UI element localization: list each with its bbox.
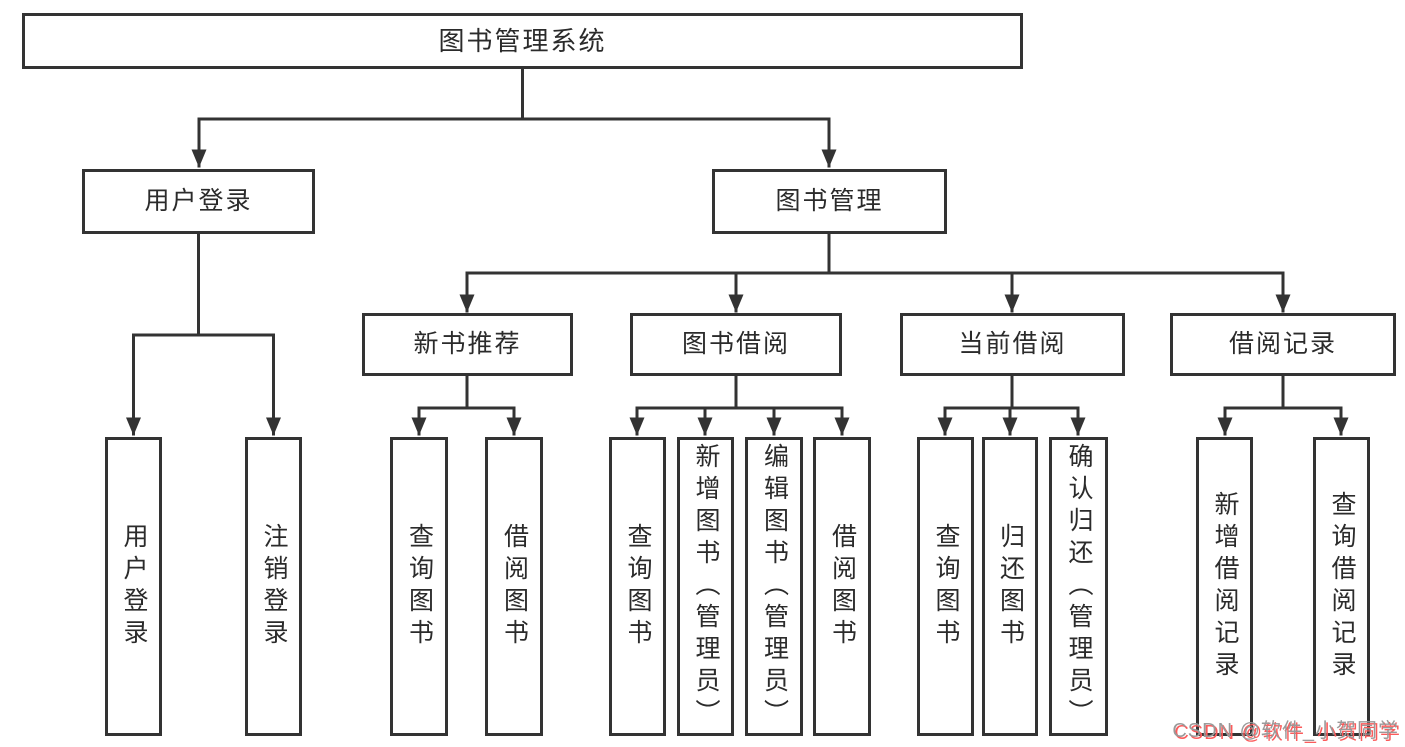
branch-book-management: 图书管理 [712,169,947,234]
leaf-current-query-books: 查询图书 [917,437,974,736]
section-borrowing-records: 借阅记录 [1170,313,1396,376]
section-book-borrowing: 图书借阅 [630,313,842,376]
section-current-borrowing: 当前借阅 [900,313,1125,376]
leaf-user-login: 用户登录 [105,437,162,736]
leaf-newbook-borrow-books: 借阅图书 [485,437,543,736]
leaf-records-add-record: 新增借阅记录 [1196,437,1253,736]
leaf-newbook-query-books: 查询图书 [390,437,448,736]
leaf-current-confirm-return-admin: 确认归还（管理员） [1049,437,1108,736]
leaf-borrowing-borrow-books: 借阅图书 [813,437,871,736]
leaf-logout: 注销登录 [245,437,302,736]
branch-user-login: 用户登录 [82,169,315,234]
root-node-library-system: 图书管理系统 [22,13,1023,69]
section-new-book-recommendation: 新书推荐 [362,313,573,376]
leaf-borrowing-query-books: 查询图书 [609,437,666,736]
leaf-current-return-books: 归还图书 [982,437,1038,736]
csdn-watermark: CSDN @软件_小贺同学 [1172,720,1399,742]
leaf-borrowing-add-books-admin: 新增图书（管理员） [677,437,734,736]
connector-skeleton [132,64,1343,410]
leaf-borrowing-edit-books-admin: 编辑图书（管理员） [745,437,803,736]
leaf-records-query-record: 查询借阅记录 [1313,437,1370,736]
